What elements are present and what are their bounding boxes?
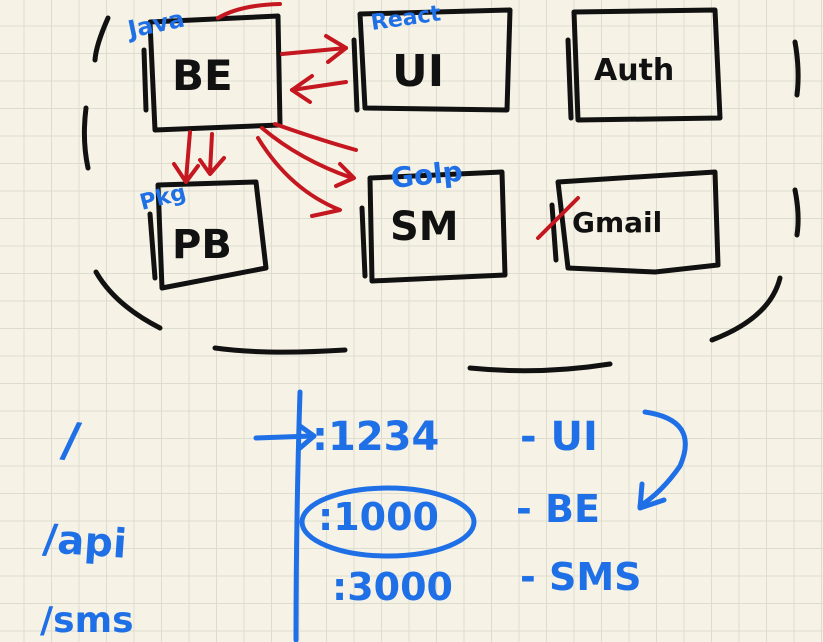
system-boundary	[81, 15, 801, 374]
highlight-circle	[299, 485, 477, 559]
arrow-be-to-sm-2	[273, 122, 358, 152]
arrow-be-top	[216, 2, 282, 20]
pointer-arrow	[253, 433, 315, 441]
strike-mark	[536, 196, 580, 240]
service-box-pb: PB Pkg	[137, 179, 269, 291]
arrow-head	[324, 34, 348, 64]
service-label-sm: SM	[390, 204, 459, 250]
route-path-sms: /sms	[40, 600, 134, 641]
arrow-be-to-sm	[260, 126, 354, 180]
arrow-head	[637, 481, 667, 511]
route-path-api: /api	[41, 516, 128, 568]
service-label-be: BE	[172, 51, 233, 100]
service-note-ui: React	[369, 1, 443, 36]
arrow-ui-to-be	[290, 80, 348, 92]
divider-line	[293, 389, 303, 642]
route-target-sms: - SMS	[520, 555, 642, 599]
arrow-be-to-pb-1	[184, 130, 192, 182]
route-path-root: /	[58, 411, 84, 469]
service-label-auth: Auth	[594, 53, 674, 88]
routing-notes: / /api /sms :1234 - UI :1000 - BE :3000 …	[40, 389, 688, 642]
service-label-gmail: Gmail	[572, 206, 662, 239]
arrow-head	[290, 74, 314, 104]
service-label-pb: PB	[172, 222, 232, 268]
arrow-sm-to-be	[256, 136, 342, 218]
redirect-arrow	[637, 409, 688, 509]
route-port-3000: :3000	[332, 565, 453, 609]
service-note-sm: Golp	[389, 155, 464, 195]
service-box-gmail: Gmail	[536, 169, 721, 275]
service-note-be: Java	[123, 5, 187, 45]
arrow-head	[172, 162, 200, 184]
route-target-ui: - UI	[520, 414, 598, 460]
route-port-1000: :1000	[318, 495, 439, 539]
arrow-head	[297, 423, 317, 451]
service-box-be: BE Java	[123, 5, 283, 133]
service-note-pb: Pkg	[137, 180, 188, 216]
service-box-sm: SM Golp	[359, 155, 508, 284]
route-port-1234: :1234	[312, 414, 439, 460]
service-label-ui: UI	[392, 46, 444, 97]
service-box-ui: UI React	[351, 1, 513, 113]
arrow-be-to-pb-2	[208, 132, 214, 174]
service-box-auth: Auth	[565, 7, 723, 123]
service-arrows	[172, 2, 358, 218]
arrow-be-to-ui	[280, 46, 348, 56]
arrow-head	[198, 156, 226, 176]
arrow-head	[334, 162, 356, 188]
route-target-be: - BE	[516, 487, 600, 531]
